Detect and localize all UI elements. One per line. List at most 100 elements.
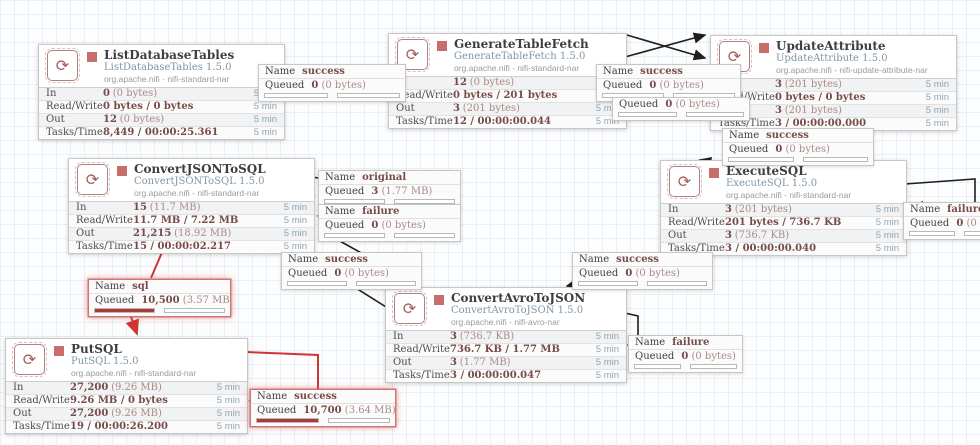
stat-value-count: 12 [103, 114, 117, 125]
connection-label-original[interactable]: Name original Queued 3 (1.77 MB) [318, 170, 461, 208]
connection-name-row: Name original [319, 171, 460, 184]
relationship-name: success [294, 391, 337, 402]
connection-convertjsontosql-putsql-sql-lower[interactable] [125, 313, 139, 336]
stat-value-count: 3 [725, 230, 732, 241]
stat-value-size: (736.7 KB) [459, 331, 515, 342]
stopped-status-icon [759, 43, 769, 53]
stat-value-size: (201 bytes) [784, 79, 842, 90]
connection-name-row: Name success [251, 390, 395, 403]
stat-value-count: 0 bytes / 201 bytes [453, 90, 558, 101]
backpressure-size-bar [647, 281, 707, 286]
backpressure-size-bar [327, 418, 390, 423]
processor-generatetablefetch[interactable]: ⟳ GenerateTableFetch GenerateTableFetch … [388, 33, 627, 129]
connection-label-failure[interactable]: Name failure Queued 0 (0 bytes) [318, 204, 461, 242]
connection-convertavrotojson-failure-loop-a[interactable] [624, 312, 639, 336]
processor-titles: ConvertAvroToJSON ConvertAvroToJSON 1.5.… [451, 291, 586, 328]
processor-listdatabasetables[interactable]: ⟳ ListDatabaseTables ListDatabaseTables … [38, 44, 285, 140]
stat-window: 5 min [283, 241, 307, 252]
backpressure-count-bar [728, 157, 794, 162]
stat-label: Read/Write [76, 215, 133, 226]
processor-name: ConvertJSONToSQL [134, 162, 266, 176]
stat-row: Read/Write 201 bytes / 736.7 KB 5 min [661, 216, 906, 229]
processor-bundle: org.apache.nifi - nifi-standard-nar [726, 190, 852, 200]
processor-bundle: org.apache.nifi - nifi-update-attribute-… [776, 65, 928, 75]
stat-label: Read/Write [393, 344, 450, 355]
connection-name-row: Name success [573, 253, 712, 266]
connection-name-row: Name failure [319, 205, 460, 218]
processor-convertjsontosql[interactable]: ⟳ ConvertJSONToSQL ConvertJSONToSQL 1.5.… [68, 158, 315, 254]
stat-value-count: 12 / 00:00:00.044 [453, 116, 552, 127]
stat-row: Read/Write 0 bytes / 0 bytes 5 min [39, 100, 284, 113]
processor-name: ExecuteSQL [726, 164, 807, 178]
connection-label-failure[interactable]: Name failure Queued 0 (0 bytes) [903, 202, 980, 240]
connection-queued-row: Queued 10,700 (3.64 MB) [251, 403, 395, 417]
processor-convertavrotojson[interactable]: ⟳ ConvertAvroToJSON ConvertAvroToJSON 1.… [385, 287, 627, 383]
queued-size: (0 bytes) [675, 99, 720, 110]
stat-window: 5 min [283, 202, 307, 213]
stat-window: 5 min [253, 127, 277, 138]
processor-type: ConvertJSONToSQL 1.5.0 [134, 176, 265, 187]
stat-value-count: 3 [450, 331, 457, 342]
queued-size: (0 bytes) [659, 80, 704, 91]
backpressure-count-bar [324, 199, 385, 204]
refresh-icon: ⟳ [402, 299, 417, 318]
connection-queued-row: Queued 0 (0 bytes) [573, 266, 712, 280]
stat-value-size: (736.7 KB) [734, 230, 790, 241]
stat-label: Tasks/Time [718, 118, 775, 129]
stat-value-size: (9.26 MB) [111, 408, 162, 419]
stat-row: In 12 (0 bytes) 5 min [389, 77, 626, 89]
backpressure-size-bar [685, 112, 744, 117]
processor-stats: In 0 (0 bytes) 5 min Read/Write 0 bytes … [39, 87, 284, 139]
stat-value: 12 (0 bytes) [103, 114, 254, 126]
stat-label: In [668, 204, 679, 215]
stat-value-count: 0 bytes / 0 bytes [103, 101, 194, 112]
refresh-icon: ⟳ [22, 350, 37, 369]
stopped-status-icon [434, 295, 444, 305]
connection-label-success[interactable]: Name success Queued 0 (0 bytes) [572, 252, 713, 290]
connection-label-success[interactable]: Name success Queued 0 (0 bytes) [281, 252, 422, 290]
processor-executesql[interactable]: ⟳ ExecuteSQL ExecuteSQL 1.5.0 org.apache… [660, 160, 907, 256]
stat-row: Tasks/Time 3 / 00:00:00.000 5 min [711, 117, 956, 130]
connection-label-success[interactable]: Name success Queued 0 (0 bytes) [722, 128, 874, 166]
name-key: Name [729, 130, 760, 141]
stat-row: In 0 (0 bytes) 5 min [39, 88, 284, 100]
processor-stamp-icon: ⟳ [392, 291, 427, 326]
stat-value: 201 bytes / 736.7 KB [725, 217, 876, 229]
connection-queued-row: Queued 0 (0 bytes) [904, 216, 980, 230]
relationship-name: sql [132, 281, 149, 292]
processor-stamp-icon: ⟳ [75, 162, 110, 197]
backpressure-bars [904, 230, 980, 239]
connection-queued-row: Queued 0 (0 bytes) [723, 142, 873, 156]
connection-label-failure[interactable]: Name failure Queued 0 (0 bytes) [628, 335, 743, 373]
processor-header: ⟳ ListDatabaseTables ListDatabaseTables … [39, 45, 284, 87]
connection-label-sql[interactable]: Name sql Queued 10,500 (3.57 MB) [88, 279, 231, 317]
stat-value-size: (1.77 MB) [459, 357, 511, 368]
processor-updateattribute[interactable]: ⟳ UpdateAttribute UpdateAttribute 1.5.0 … [710, 35, 957, 131]
stat-value-count: 736.7 KB / 1.77 MB [450, 344, 560, 355]
stat-value: 736.7 KB / 1.77 MB [450, 344, 596, 356]
stopped-status-icon [54, 346, 64, 356]
queued-size: (0 bytes) [691, 351, 736, 362]
queued-value: 0 (0 bytes) [334, 267, 389, 280]
connection-label-success[interactable]: Name success Queued 10,700 (3.64 MB) [250, 389, 396, 427]
stat-row: Read/Write 736.7 KB / 1.77 MB 5 min [386, 343, 626, 356]
backpressure-size-bar [164, 308, 225, 313]
stat-row: Read/Write 11.7 MB / 7.22 MB 5 min [69, 214, 314, 227]
stat-value-size: (201 bytes) [784, 105, 842, 116]
processor-putsql[interactable]: ⟳ PutSQL PutSQL 1.5.0 org.apache.nifi - … [5, 338, 248, 434]
stopped-status-icon [437, 41, 447, 51]
backpressure-count-fill [257, 419, 318, 422]
queued-count: 0 [625, 268, 633, 279]
processor-stats: In 3 (201 bytes) 5 min Read/Write 201 by… [661, 203, 906, 255]
processor-name: ConvertAvroToJSON [451, 291, 586, 305]
stat-value: 3 (201 bytes) [725, 204, 876, 216]
connection-generatetablefetch-updateattribute-b[interactable] [626, 34, 707, 61]
stat-value-count: 15 / 00:00:02.217 [133, 241, 232, 252]
connection-label-queued[interactable]: Queued 0 (0 bytes) [612, 97, 750, 121]
connection-label-success[interactable]: Name success Queued 0 (0 bytes) [258, 64, 406, 102]
backpressure-bars [251, 417, 395, 426]
processor-bundle: org.apache.nifi - nifi-standard-nar [104, 74, 230, 84]
queued-count: 0 [681, 351, 689, 362]
processor-stamp-icon: ⟳ [45, 48, 80, 83]
